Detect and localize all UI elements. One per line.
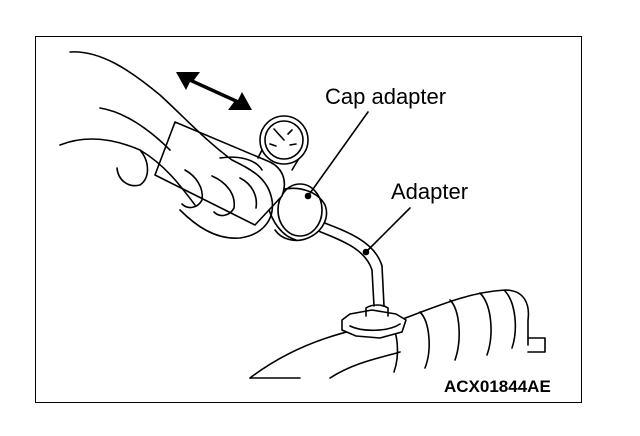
pressure-gauge-icon: [259, 115, 309, 165]
radiator-tank: [249, 289, 546, 379]
figure-code: ACX01844AE: [444, 377, 551, 396]
adapter-hose: [315, 221, 385, 307]
cap-adapter-label: Cap adapter: [325, 84, 447, 109]
adapter-leader: [365, 207, 411, 253]
double-arrow-icon: [176, 72, 252, 110]
cap-adapter-body: [267, 183, 328, 242]
figure-frame: [35, 36, 582, 403]
filler-neck: [341, 304, 407, 339]
cap-adapter-leader: [307, 111, 369, 197]
adapter-label: Adapter: [391, 179, 469, 204]
hand: [59, 51, 274, 239]
